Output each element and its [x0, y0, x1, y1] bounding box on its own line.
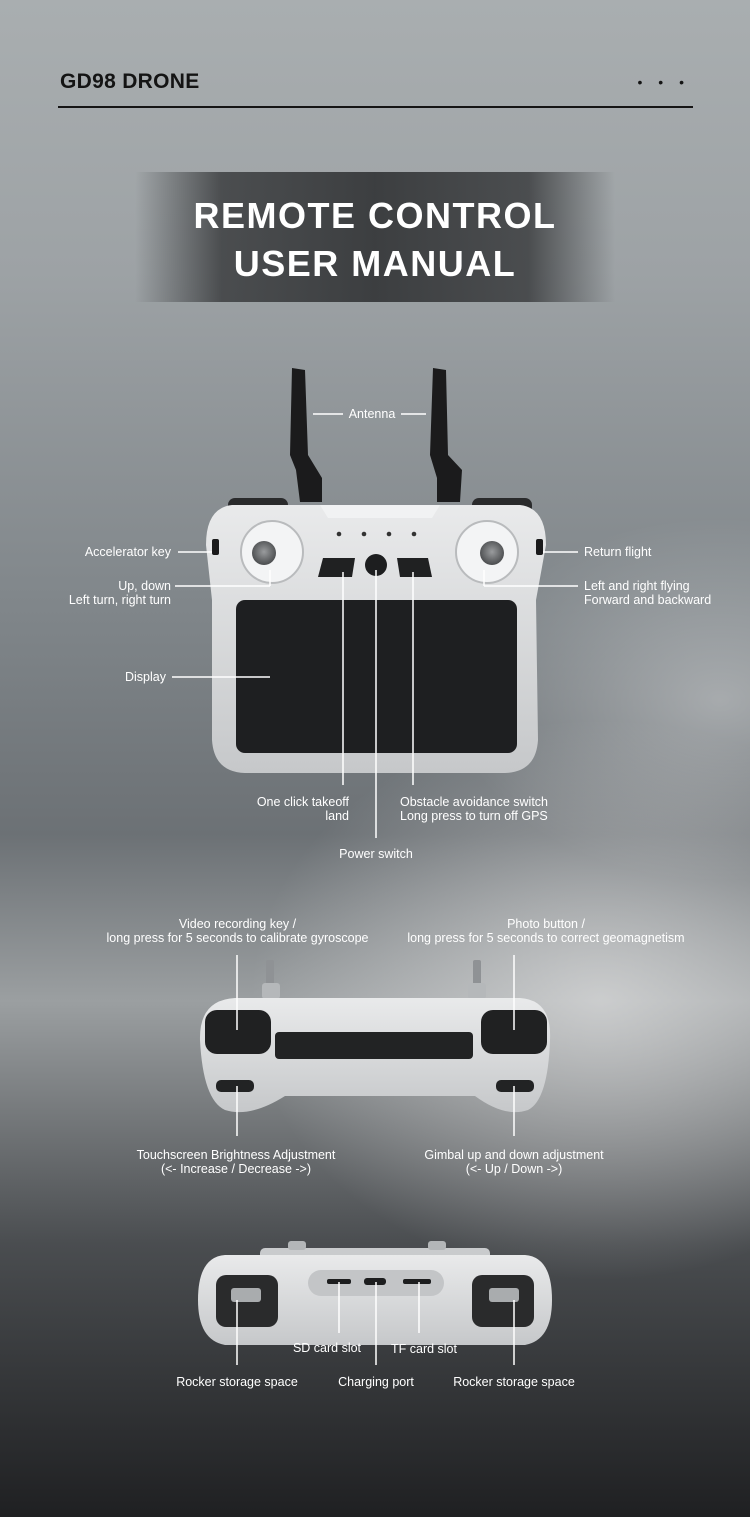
- label-right-stick-line1: Left and right flying: [584, 579, 690, 593]
- page-title: GD98 DRONE: [60, 70, 200, 93]
- label-gimbal-line2: (<- Up / Down ->): [465, 1162, 563, 1176]
- label-photo-line2: long press for 5 seconds to correct geom…: [407, 931, 685, 945]
- label-charging-port: Charging port: [338, 1375, 414, 1389]
- label-video-line1: Video recording key /: [178, 917, 297, 931]
- label-rocker-storage-left: Rocker storage space: [176, 1375, 298, 1389]
- label-power-switch: Power switch: [339, 847, 413, 861]
- label-photo-line1: Photo button /: [507, 917, 585, 931]
- label-video-line2: long press for 5 seconds to calibrate gy…: [106, 931, 369, 945]
- label-display: Display: [125, 670, 166, 684]
- label-obstacle-line1: Obstacle avoidance switch: [400, 795, 548, 809]
- label-tf-card-slot: TF card slot: [391, 1342, 457, 1356]
- label-gimbal-line1: Gimbal up and down adjustment: [424, 1148, 604, 1162]
- label-antenna: Antenna: [348, 407, 396, 421]
- left-antenna: [290, 368, 322, 502]
- banner-title-line2: USER MANUAL: [233, 243, 517, 284]
- label-sd-card-slot: SD card slot: [292, 1341, 362, 1355]
- label-rocker-storage-right: Rocker storage space: [453, 1375, 575, 1389]
- label-accelerator-key: Accelerator key: [84, 545, 171, 559]
- bottom-leader-lines: [236, 1282, 515, 1365]
- label-obstacle-line2: Long press to turn off GPS: [400, 809, 548, 823]
- label-takeoff-line2: land: [325, 809, 349, 823]
- label-brightness-line1: Touchscreen Brightness Adjustment: [136, 1148, 336, 1162]
- right-antenna: [430, 368, 462, 502]
- label-left-stick-line2: Left turn, right turn: [68, 593, 171, 607]
- bottom-view-controller: [198, 1241, 552, 1345]
- top-leader-lines: [236, 955, 515, 1136]
- banner-title-line1: REMOTE CONTROL: [193, 195, 557, 236]
- label-right-stick-line2: Forward and backward: [584, 593, 712, 607]
- more-menu-icon[interactable]: • • •: [637, 74, 690, 90]
- front-leader-lines: [172, 413, 578, 838]
- title-banner: [135, 172, 615, 302]
- label-brightness-line2: (<- Increase / Decrease ->): [160, 1162, 312, 1176]
- label-return-flight: Return flight: [584, 545, 652, 559]
- top-view-controller: [199, 960, 551, 1113]
- header-divider: [58, 106, 693, 108]
- label-takeoff-line1: One click takeoff: [256, 795, 349, 809]
- label-left-stick-line1: Up, down: [118, 579, 171, 593]
